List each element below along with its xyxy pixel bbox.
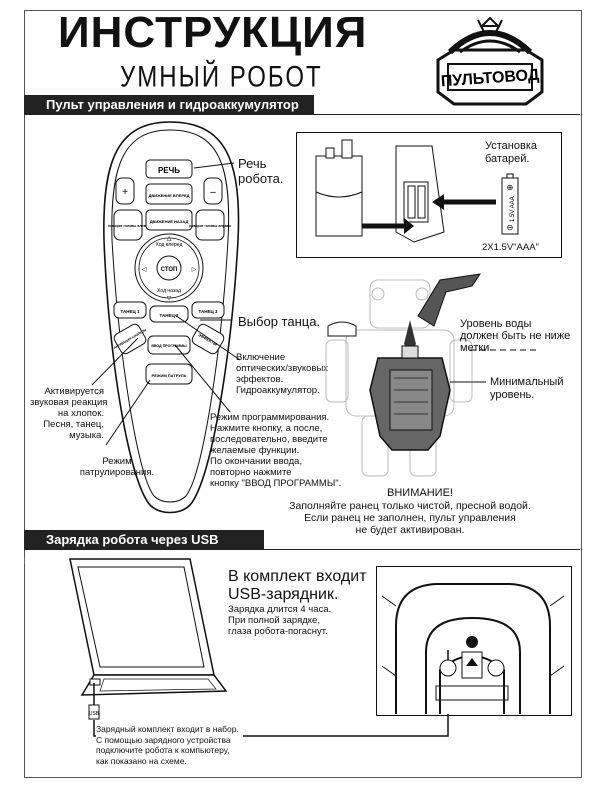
svg-text:поворот головы влево: поворот головы влево	[108, 224, 148, 228]
plus-button[interactable]	[115, 177, 135, 205]
svg-text:△: △	[167, 236, 172, 242]
callout-clap: Активируется звуковая реакция на хлопок.…	[30, 386, 108, 441]
water-level-note: Уровень воды должен быть не ниже метки	[460, 318, 571, 354]
speech-button[interactable]	[145, 159, 193, 179]
dance1-button[interactable]	[113, 301, 147, 319]
clap-button[interactable]	[112, 322, 147, 355]
section1-bar: Пульт управления и гидроаккумулятор	[24, 95, 314, 115]
stop-button[interactable]	[156, 255, 182, 281]
svg-text:Ход вперед: Ход вперед	[156, 242, 183, 248]
head-right-button[interactable]	[195, 209, 225, 241]
kit-title: В комплект входит USB-зарядник.	[228, 568, 367, 603]
svg-text:ДВИЖЕНИЕ ВПЕРЕД: ДВИЖЕНИЕ ВПЕРЕД	[148, 193, 189, 198]
patrol-button[interactable]	[145, 363, 193, 385]
water-warning-title: ВНИМАНИЕ!	[387, 487, 453, 499]
callout-dance: Выбор танца.	[238, 314, 321, 329]
callout-effects: Включение оптических/звуковых эффектов. …	[236, 352, 329, 396]
svg-text:USB: USB	[89, 711, 100, 717]
water-warning-text: Заполняйте ранец только чистой, пресной …	[289, 500, 531, 536]
svg-text:⊖: ⊖	[507, 223, 514, 232]
svg-text:СТОП: СТОП	[161, 267, 178, 273]
robot-backpack-diagram	[325, 273, 540, 477]
svg-text:РЕЧЬ: РЕЧЬ	[158, 166, 180, 175]
laptop-diagram: USB	[69, 558, 228, 720]
battery-spec: 2X1.5V"AAA"	[482, 242, 539, 253]
battery-panel	[296, 132, 562, 258]
forward-button[interactable]	[145, 183, 193, 205]
svg-text:РЕЖИМ ПАТРУЛЬ: РЕЖИМ ПАТРУЛЬ	[152, 373, 187, 378]
water-min-level: Минимальный уровень.	[490, 376, 564, 401]
callout-patrol: Режим патрулирования.	[79, 456, 155, 478]
svg-text:▷: ▷	[192, 267, 197, 273]
svg-text:ТАНЕЦ 3: ТАНЕЦ 3	[198, 309, 218, 314]
svg-text:⊕: ⊕	[507, 183, 514, 192]
program-button[interactable]	[147, 335, 191, 355]
svg-text:Ход назад: Ход назад	[157, 288, 181, 294]
robot-back-diagram	[381, 583, 565, 714]
section2-bar: Зарядка робота через USB кабель	[24, 530, 264, 567]
page-border	[24, 10, 582, 778]
dance3-button[interactable]	[191, 301, 225, 319]
callout-speech: Речь робота.	[238, 156, 284, 186]
brand-logo: ПУЛЬТОВОД	[436, 16, 544, 106]
svg-text:ТАНЕЦ 1: ТАНЕЦ 1	[120, 309, 140, 314]
svg-text:–: –	[210, 187, 216, 198]
svg-text:поворот головы вправо: поворот головы вправо	[189, 224, 231, 228]
svg-text:1.5V AAA: 1.5V AAA	[510, 196, 516, 222]
robot-back-panel	[376, 566, 572, 716]
svg-text:ДВИЖЕНИЕ НАЗАД: ДВИЖЕНИЕ НАЗАД	[150, 219, 189, 224]
section2-rule	[24, 549, 580, 550]
callout-program: Режим программирования. Нажмите кнопку, …	[210, 412, 342, 489]
logo-text: ПУЛЬТОВОД	[440, 67, 540, 91]
page-title: ИНСТРУКЦИЯ	[58, 8, 368, 57]
svg-text:◁: ◁	[142, 267, 147, 273]
backward-button[interactable]	[145, 209, 193, 231]
page-subtitle: УМНЫЙ РОБОТ	[120, 60, 323, 94]
svg-text:ВВОД ПРОГРАММЫ: ВВОД ПРОГРАММЫ	[151, 344, 187, 348]
svg-text:ТАНЕЦ 2: ТАНЕЦ 2	[159, 313, 179, 318]
svg-text:▽: ▽	[167, 296, 172, 302]
battery-title: Установка батарей.	[485, 140, 537, 165]
svg-text:+: +	[122, 187, 128, 198]
minus-button[interactable]	[203, 177, 223, 205]
head-left-button[interactable]	[113, 209, 143, 241]
footer-note: Зарядный комплект входит в набор. С помо…	[96, 724, 243, 766]
battery-diagram: ⊕ ⊖ 1.5V AAA	[315, 139, 519, 243]
section1-rule	[24, 114, 580, 115]
remote-control: РЕЧЬ + – ДВИЖЕНИЕ ВПЕРЕД поворот головы …	[103, 121, 240, 514]
charge-note: Зарядка длится 4 часа. При полной зарядк…	[228, 604, 332, 637]
